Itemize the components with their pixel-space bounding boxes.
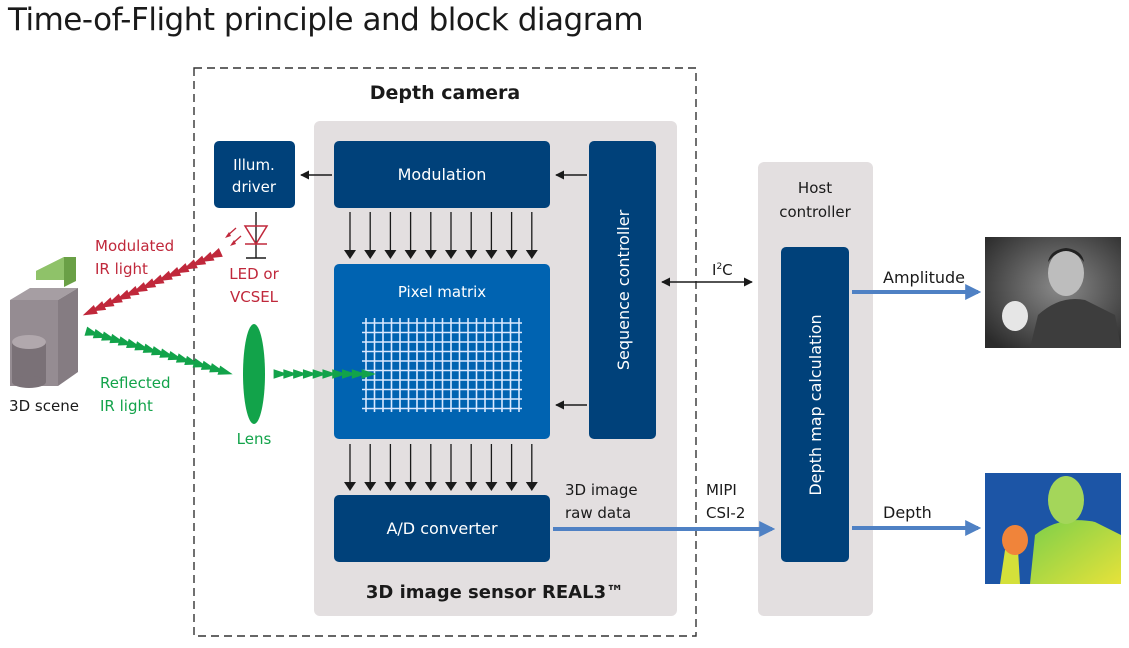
lens-to-pixel-light-arrows <box>273 369 376 379</box>
light-chevron <box>217 365 233 375</box>
depth-image <box>985 473 1121 584</box>
depth-camera-label: Depth camera <box>370 82 520 104</box>
light-chevron <box>91 301 107 312</box>
light-chevron <box>351 369 367 379</box>
down-arrow-head <box>485 482 498 491</box>
modulated-light-label-line1: Modulated <box>95 237 174 255</box>
light-chevron <box>332 369 347 379</box>
amplitude-image <box>985 237 1121 348</box>
lens-label: Lens <box>237 430 272 448</box>
page-title: Time-of-Flight principle and block diagr… <box>8 2 644 38</box>
down-arrow-head <box>364 250 377 259</box>
light-chevron <box>149 274 165 285</box>
light-chevron <box>361 369 376 379</box>
down-arrow-head <box>344 250 356 259</box>
illum-driver-label-line2: driver <box>232 178 277 196</box>
light-chevron <box>293 369 308 379</box>
reflected-light-label-line1: Reflected <box>100 374 171 392</box>
3d-scene-label: 3D scene <box>9 397 79 415</box>
light-chevron <box>207 247 223 259</box>
light-chevron <box>166 266 182 278</box>
ad-converter-block[interactable] <box>334 495 550 562</box>
pixel-to-adc-arrows <box>344 444 538 491</box>
mipi-label-line2: CSI-2 <box>706 504 745 522</box>
light-chevron <box>107 293 123 304</box>
light-chevron <box>283 369 298 379</box>
3d-scene-icon <box>10 257 78 388</box>
down-arrow-head <box>525 482 538 491</box>
down-arrow-head <box>505 482 518 491</box>
sequence-controller-block[interactable] <box>589 141 656 439</box>
down-arrow-head <box>404 250 417 259</box>
down-arrow-head <box>424 250 437 259</box>
down-arrow-head <box>465 250 478 259</box>
sequence-controller-label: Sequence controller <box>614 209 633 370</box>
down-arrow-head <box>364 482 377 491</box>
depth-label: Depth <box>883 503 932 522</box>
emitter-label-line1: LED or <box>229 265 279 283</box>
down-arrow-head <box>505 250 518 259</box>
host-controller-label-line2: controller <box>779 203 851 221</box>
emitter-label-line2: VCSEL <box>230 288 279 306</box>
down-arrow-head <box>485 250 498 259</box>
light-chevron <box>132 282 148 293</box>
light-chevron <box>141 278 157 289</box>
depth-map-calculation-label: Depth map calculation <box>806 314 825 495</box>
depth-camera-frame <box>193 67 697 637</box>
i2c-label: I2C <box>712 261 733 279</box>
down-arrow-head <box>525 250 538 259</box>
down-arrow-head <box>384 482 397 491</box>
light-chevron <box>273 369 288 379</box>
light-chevron <box>342 369 357 379</box>
light-chevron <box>99 297 115 308</box>
down-arrow-head <box>344 482 356 491</box>
reflected-light-label-line2: IR light <box>100 397 153 415</box>
light-chevron <box>322 369 337 379</box>
light-chevron <box>191 255 207 266</box>
raw-data-label-line1: 3D image <box>565 481 638 499</box>
modulation-block[interactable] <box>334 141 550 208</box>
amplitude-label: Amplitude <box>883 268 965 287</box>
light-chevron <box>302 369 318 379</box>
host-controller-label-line1: Host <box>798 179 832 197</box>
modulation-to-pixel-arrows <box>344 212 538 259</box>
light-chevron <box>82 304 98 316</box>
modulated-ir-light-arrows <box>82 247 223 316</box>
light-chevron <box>157 270 173 282</box>
modulation-label: Modulation <box>398 165 487 184</box>
down-arrow-head <box>424 482 437 491</box>
down-arrow-head <box>404 482 417 491</box>
down-arrow-head <box>465 482 478 491</box>
light-chevron <box>174 263 190 274</box>
pixel-grid <box>362 318 522 412</box>
illum-driver-block[interactable] <box>214 141 295 208</box>
lens-icon <box>243 324 265 424</box>
light-chevron <box>116 289 132 301</box>
sensor-label: 3D image sensor REAL3™ <box>366 582 624 603</box>
light-chevron <box>124 285 140 297</box>
light-chevron <box>312 369 328 379</box>
raw-data-label-line2: raw data <box>565 504 631 522</box>
light-chevron <box>182 259 198 270</box>
pixel-matrix-label: Pixel matrix <box>398 283 486 301</box>
illum-driver-label-line1: Illum. <box>233 156 275 174</box>
led-diode-icon <box>225 212 269 259</box>
modulated-light-label-line2: IR light <box>95 260 148 278</box>
down-arrow-head <box>445 482 457 491</box>
down-arrow-head <box>445 250 457 259</box>
reflected-ir-light-arrows <box>84 326 233 375</box>
ad-converter-label: A/D converter <box>386 519 497 538</box>
light-chevron <box>199 251 215 263</box>
down-arrow-head <box>384 250 397 259</box>
mipi-label-line1: MIPI <box>706 481 737 499</box>
depth-map-calculation-block[interactable] <box>781 247 849 562</box>
